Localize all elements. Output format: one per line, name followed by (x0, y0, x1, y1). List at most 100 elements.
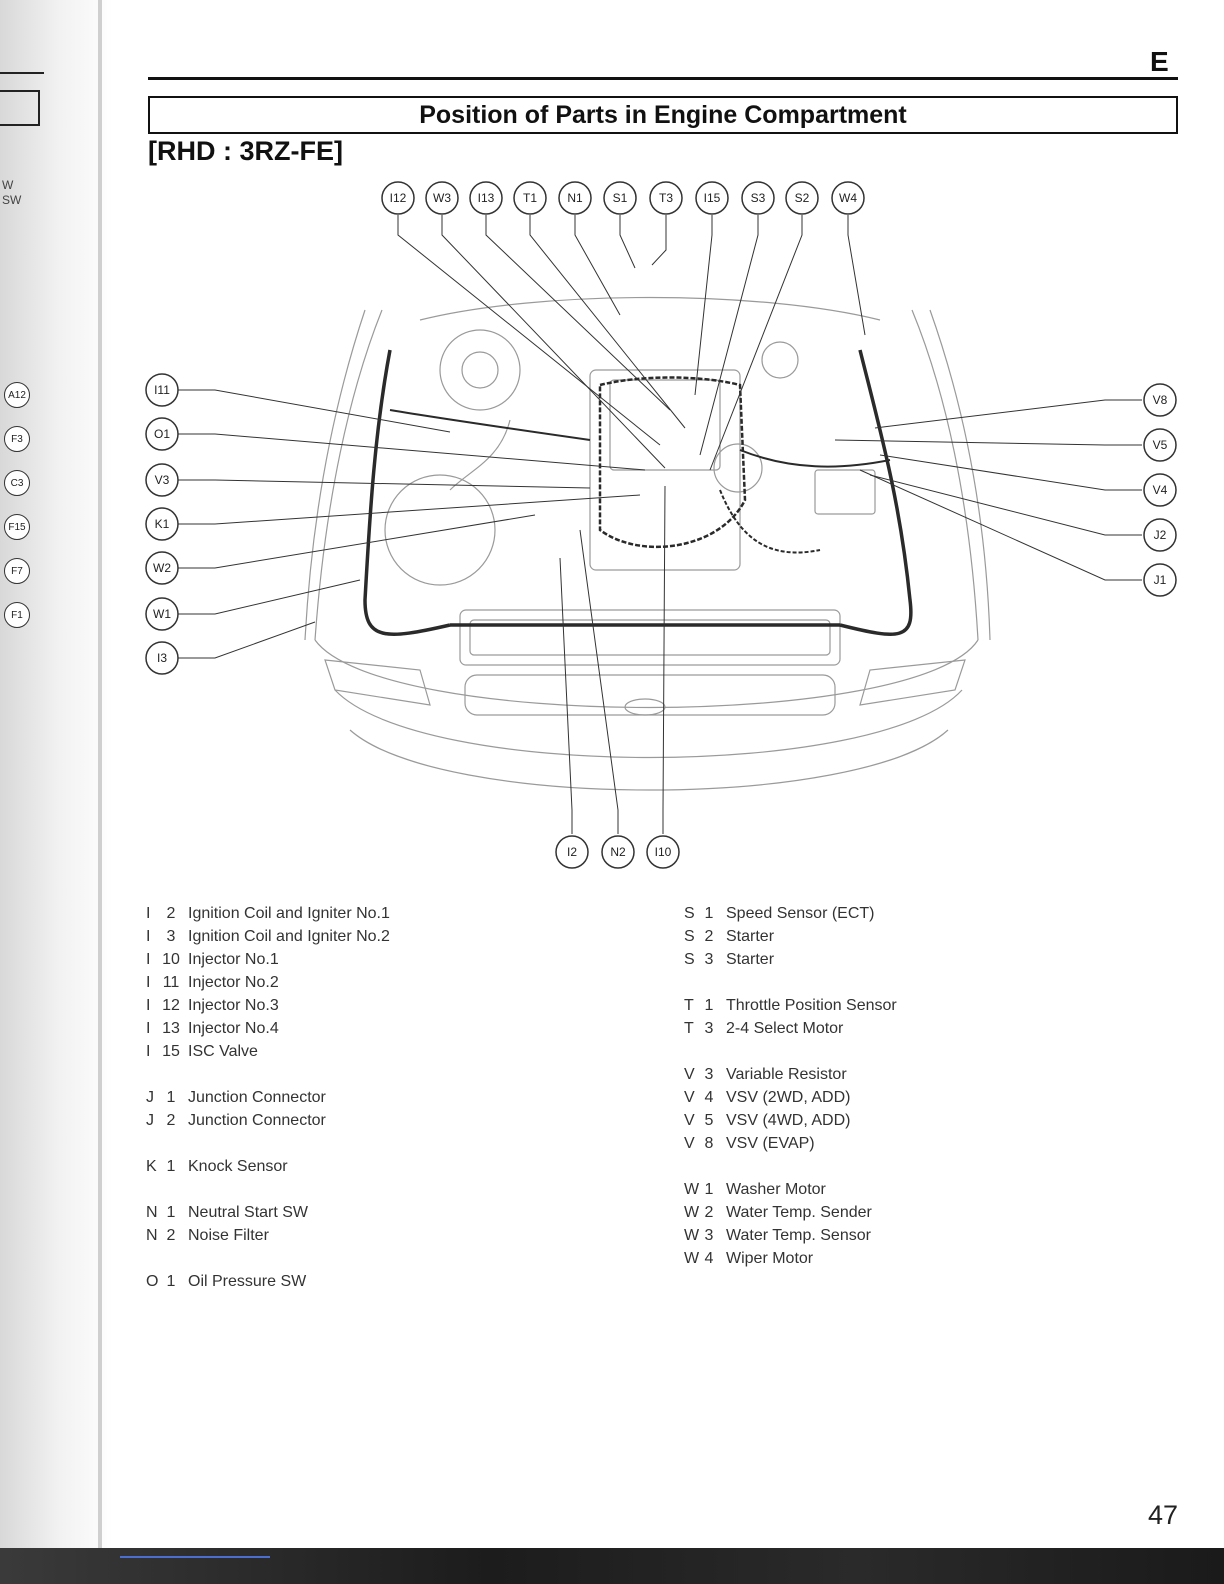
legend-code-letter: I (146, 1020, 151, 1037)
callout-label: V8 (1153, 393, 1168, 407)
scan-bottom-edge (0, 1548, 1224, 1584)
page-title: Position of Parts in Engine Compartment (148, 96, 1178, 134)
grille (464, 674, 836, 716)
legend-code-letter: V (684, 1135, 695, 1152)
harness-branch-2 (739, 449, 891, 468)
legend-code-number: 1 (704, 905, 714, 922)
legend-part-name: Wiper Motor (726, 1250, 814, 1267)
harness-branch-1 (389, 409, 591, 441)
callout-w4: W4 (831, 181, 865, 215)
legend-code-letter: I (146, 974, 151, 991)
callout-label: K1 (155, 517, 170, 531)
binding-crease (98, 0, 102, 1584)
leader-t1 (529, 215, 686, 429)
legend-part-name: Speed Sensor (ECT) (726, 905, 875, 922)
callout-i2: I2 (555, 835, 589, 869)
section-letter: E (1150, 46, 1169, 77)
left-page-bubble: F3 (4, 426, 30, 452)
callout-i12: I12 (381, 181, 415, 215)
legend-part-name: ISC Valve (188, 1043, 258, 1060)
legend-code-number: 2 (166, 1227, 176, 1244)
legend-part-name: Injector No.3 (188, 997, 279, 1014)
brake-booster-inner (461, 351, 499, 389)
callout-label: W3 (433, 191, 451, 205)
callout-label: J1 (1154, 573, 1167, 587)
callout-t3: T3 (649, 181, 683, 215)
leader-s2 (709, 215, 803, 471)
bumper-lower (334, 689, 963, 759)
legend-code-number: 12 (162, 997, 180, 1014)
callout-label: S3 (751, 191, 766, 205)
legend-gap (684, 1155, 897, 1178)
legend-part-name: Ignition Coil and Igniter No.1 (188, 905, 390, 922)
binding-shadow (0, 0, 112, 1584)
leader-s1 (619, 215, 636, 269)
callout-s3: S3 (741, 181, 775, 215)
leader-v8 (874, 399, 1142, 429)
left-page-bubble: C3 (4, 470, 30, 496)
legend-part-name: VSV (EVAP) (726, 1135, 815, 1152)
legend-code-number: 3 (166, 928, 176, 945)
legend-part-name: Oil Pressure SW (188, 1273, 307, 1290)
fender-right-inner (929, 309, 991, 641)
fender-left-inner (304, 309, 366, 641)
air-cleaner (384, 474, 496, 586)
leader-n1 (574, 215, 621, 316)
left-page-bubble: A12 (4, 382, 30, 408)
legend-code-number: 1 (704, 1181, 714, 1198)
legend-part-name: Starter (726, 928, 775, 945)
leader-v4 (879, 454, 1142, 491)
callout-w1: W1 (145, 597, 179, 631)
legend-code-letter: V (684, 1066, 695, 1083)
legend-code-number: 11 (162, 974, 180, 991)
leader-i3 (178, 621, 316, 659)
legend-code-letter: W (684, 1227, 700, 1244)
leader-w3 (441, 215, 666, 469)
leader-i12 (397, 215, 661, 446)
radiator-core (469, 619, 831, 656)
scan-bottom-highlight (120, 1556, 270, 1558)
legend-code-letter: S (684, 905, 695, 922)
model-label: [RHD : 3RZ-FE] (148, 136, 343, 166)
callout-label: I2 (567, 845, 577, 859)
legend-part-name: Neutral Start SW (188, 1204, 309, 1221)
callout-label: V5 (1153, 438, 1168, 452)
bumper-outline (314, 639, 979, 709)
legend-code-number: 2 (704, 1204, 714, 1221)
callout-bubbles: I12 W3 I13 T1 N1 S1 T3 I15 S3 S2 W4 I11 … (145, 181, 1177, 869)
callout-label: I11 (154, 383, 170, 397)
legend-code-number: 4 (704, 1089, 714, 1106)
legend-code-number: 1 (166, 1089, 176, 1106)
harness-branch-3 (719, 489, 821, 554)
callout-i13: I13 (469, 181, 503, 215)
legend-code-letter: W (684, 1204, 700, 1221)
legend-gap (684, 971, 897, 994)
legend-part-name: Knock Sensor (188, 1158, 288, 1175)
callout-j2: J2 (1143, 518, 1177, 552)
legend-part-name: 2-4 Select Motor (726, 1020, 844, 1037)
callout-n1: N1 (558, 181, 592, 215)
callout-w3: W3 (425, 181, 459, 215)
leader-j2 (869, 474, 1142, 536)
legend-code-number: 3 (704, 1227, 714, 1244)
radiator (459, 609, 841, 666)
callout-o1: O1 (145, 417, 179, 451)
leader-i2 (559, 557, 573, 834)
header-rule (148, 77, 1178, 80)
legend-code-letter: S (684, 928, 695, 945)
callout-i10: I10 (646, 835, 680, 869)
callout-v5: V5 (1143, 428, 1177, 462)
callout-n2: N2 (601, 835, 635, 869)
